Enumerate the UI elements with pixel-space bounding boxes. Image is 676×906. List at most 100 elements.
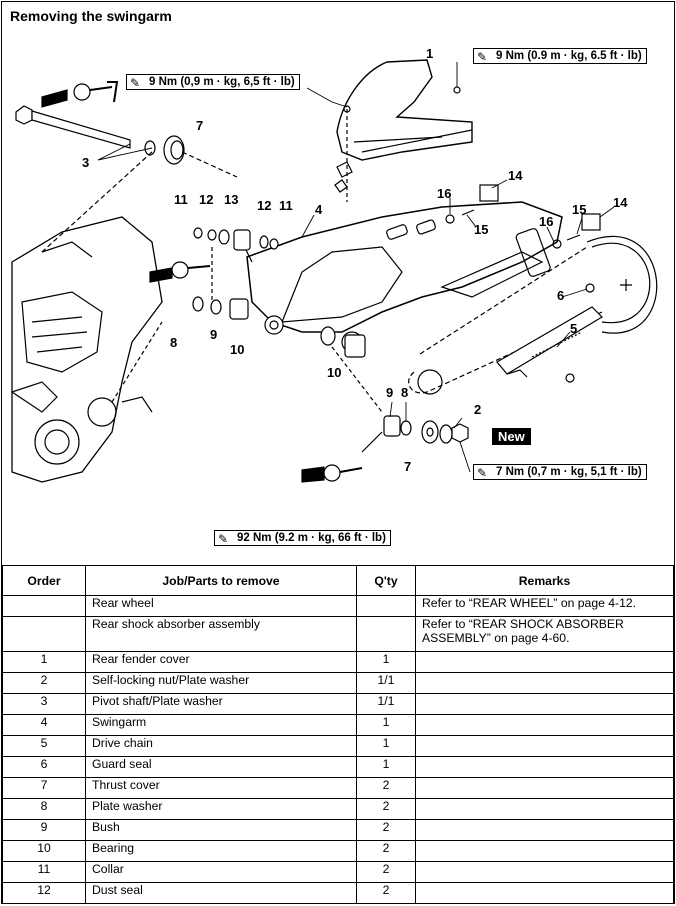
exploded-diagram: ✎9 Nm (0.9 m · kg, 6.5 ft · lb) ✎9 Nm (0…: [2, 2, 676, 565]
callout-11-right: 11: [279, 198, 293, 213]
cell-order: 6: [2, 756, 86, 778]
cell-qty: 1: [356, 714, 416, 736]
callout-6: 6: [557, 288, 565, 303]
callout-16-right: 16: [539, 214, 554, 229]
callout-14: 14: [508, 168, 523, 183]
cell-remarks: [415, 840, 674, 862]
callout-9: 9: [210, 327, 218, 342]
leader-lines: [97, 62, 615, 473]
table-row: 11 Collar 2: [2, 861, 674, 883]
cell-job: Rear wheel: [85, 595, 357, 617]
cell-qty: [356, 595, 416, 617]
header-job: Job/Parts to remove: [85, 565, 357, 596]
new-part-tag: New: [492, 428, 531, 445]
cell-order: 12: [2, 882, 86, 904]
cell-qty: 1/1: [356, 672, 416, 694]
header-order: Order: [2, 565, 86, 596]
rear-fender-drawing: [334, 59, 473, 202]
cell-job: Rear fender cover: [85, 651, 357, 673]
cell-qty: 2: [356, 798, 416, 820]
callout-15-right: 15: [572, 202, 587, 217]
torque-spec-text: 7 Nm (0,7 m · kg, 5,1 ft · lb): [496, 466, 642, 478]
small-parts-drawing: [111, 184, 601, 453]
callout-5: 5: [570, 321, 578, 336]
wrench-icon: ✎: [218, 532, 229, 546]
cell-order: 11: [2, 861, 86, 883]
cell-qty: 1/1: [356, 693, 416, 715]
cell-job: Pivot shaft/Plate washer: [85, 693, 357, 715]
table-row: 8 Plate washer 2: [2, 798, 674, 820]
torque-spec-text: 9 Nm (0,9 m · kg, 6,5 ft · lb): [149, 76, 295, 88]
torque-spec-text: 9 Nm (0.9 m · kg, 6.5 ft · lb): [496, 50, 642, 62]
table-row: Rear shock absorber assembly Refer to “R…: [2, 616, 674, 652]
cell-order: 7: [2, 777, 86, 799]
cell-job: Collar: [85, 861, 357, 883]
callout-7: 7: [196, 118, 204, 133]
cell-order: [2, 616, 86, 652]
callout-8: 8: [170, 335, 178, 350]
cell-order: 1: [2, 651, 86, 673]
cell-qty: [356, 616, 416, 652]
table-row: Rear wheel Refer to “REAR WHEEL” on page…: [2, 595, 674, 617]
cell-job: Self-locking nut/Plate washer: [85, 672, 357, 694]
header-qty: Q'ty: [356, 565, 416, 596]
cell-order: 3: [2, 693, 86, 715]
callout-14-right: 14: [613, 195, 628, 210]
header-remarks: Remarks: [415, 565, 674, 596]
cell-remarks: [415, 861, 674, 883]
page-title: Removing the swingarm: [10, 8, 172, 24]
cell-job: Drive chain: [85, 735, 357, 757]
torque-spec-fender-left: ✎9 Nm (0,9 m · kg, 6,5 ft · lb): [126, 74, 300, 90]
table-row: 3 Pivot shaft/Plate washer 1/1: [2, 693, 674, 715]
cell-order: 9: [2, 819, 86, 841]
callout-3: 3: [82, 155, 90, 170]
callout-4: 4: [315, 202, 323, 217]
cell-remarks: [415, 882, 674, 904]
cell-remarks: [415, 714, 674, 736]
cell-order: 5: [2, 735, 86, 757]
table-row: 5 Drive chain 1: [2, 735, 674, 757]
table-row: 4 Swingarm 1: [2, 714, 674, 736]
cell-remarks: [415, 672, 674, 694]
cell-qty: 2: [356, 882, 416, 904]
callout-13: 13: [224, 192, 239, 207]
torque-spec-text: 92 Nm (9.2 m · kg, 66 ft · lb): [237, 532, 386, 544]
cell-qty: 1: [356, 651, 416, 673]
cell-remarks: Refer to “REAR WHEEL” on page 4-12.: [415, 595, 674, 617]
callout-7-lower: 7: [404, 459, 412, 474]
table-row: 1 Rear fender cover 1: [2, 651, 674, 673]
table-row: 10 Bearing 2: [2, 840, 674, 862]
cell-order: 2: [2, 672, 86, 694]
cell-qty: 2: [356, 777, 416, 799]
cell-job: Plate washer: [85, 798, 357, 820]
cell-order: [2, 595, 86, 617]
cell-remarks: [415, 819, 674, 841]
torque-spec-fender-right: ✎ 9 Nm (0.9 m · kg, 6.5 ft · lb): [473, 48, 647, 64]
table-header-row: Order Job/Parts to remove Q'ty Remarks: [2, 565, 674, 596]
cell-remarks: Refer to “REAR SHOCK ABSORBER ASSEMBLY” …: [415, 616, 674, 652]
callout-16: 16: [437, 186, 452, 201]
torque-spec-chain-guide: ✎ 7 Nm (0,7 m · kg, 5,1 ft · lb): [473, 464, 647, 480]
table-row: 6 Guard seal 1: [2, 756, 674, 778]
cell-job: Swingarm: [85, 714, 357, 736]
cell-order: 8: [2, 798, 86, 820]
cell-order: 10: [2, 840, 86, 862]
wrench-icon: ✎: [477, 50, 488, 64]
cell-job: Rear shock absorber assembly: [85, 616, 357, 652]
callout-8-lower: 8: [401, 385, 409, 400]
table-row: 2 Self-locking nut/Plate washer 1/1: [2, 672, 674, 694]
wrench-icon: ✎: [477, 466, 488, 480]
cell-job: Guard seal: [85, 756, 357, 778]
cell-qty: 1: [356, 735, 416, 757]
table-row: 9 Bush 2: [2, 819, 674, 841]
cell-remarks: [415, 798, 674, 820]
callout-10: 10: [230, 342, 245, 357]
cell-job: Dust seal: [85, 882, 357, 904]
cell-remarks: [415, 693, 674, 715]
cell-qty: 2: [356, 819, 416, 841]
cell-job: Thrust cover: [85, 777, 357, 799]
table-row: 12 Dust seal 2: [2, 882, 674, 904]
callout-15: 15: [474, 222, 489, 237]
callout-12: 12: [199, 192, 214, 207]
